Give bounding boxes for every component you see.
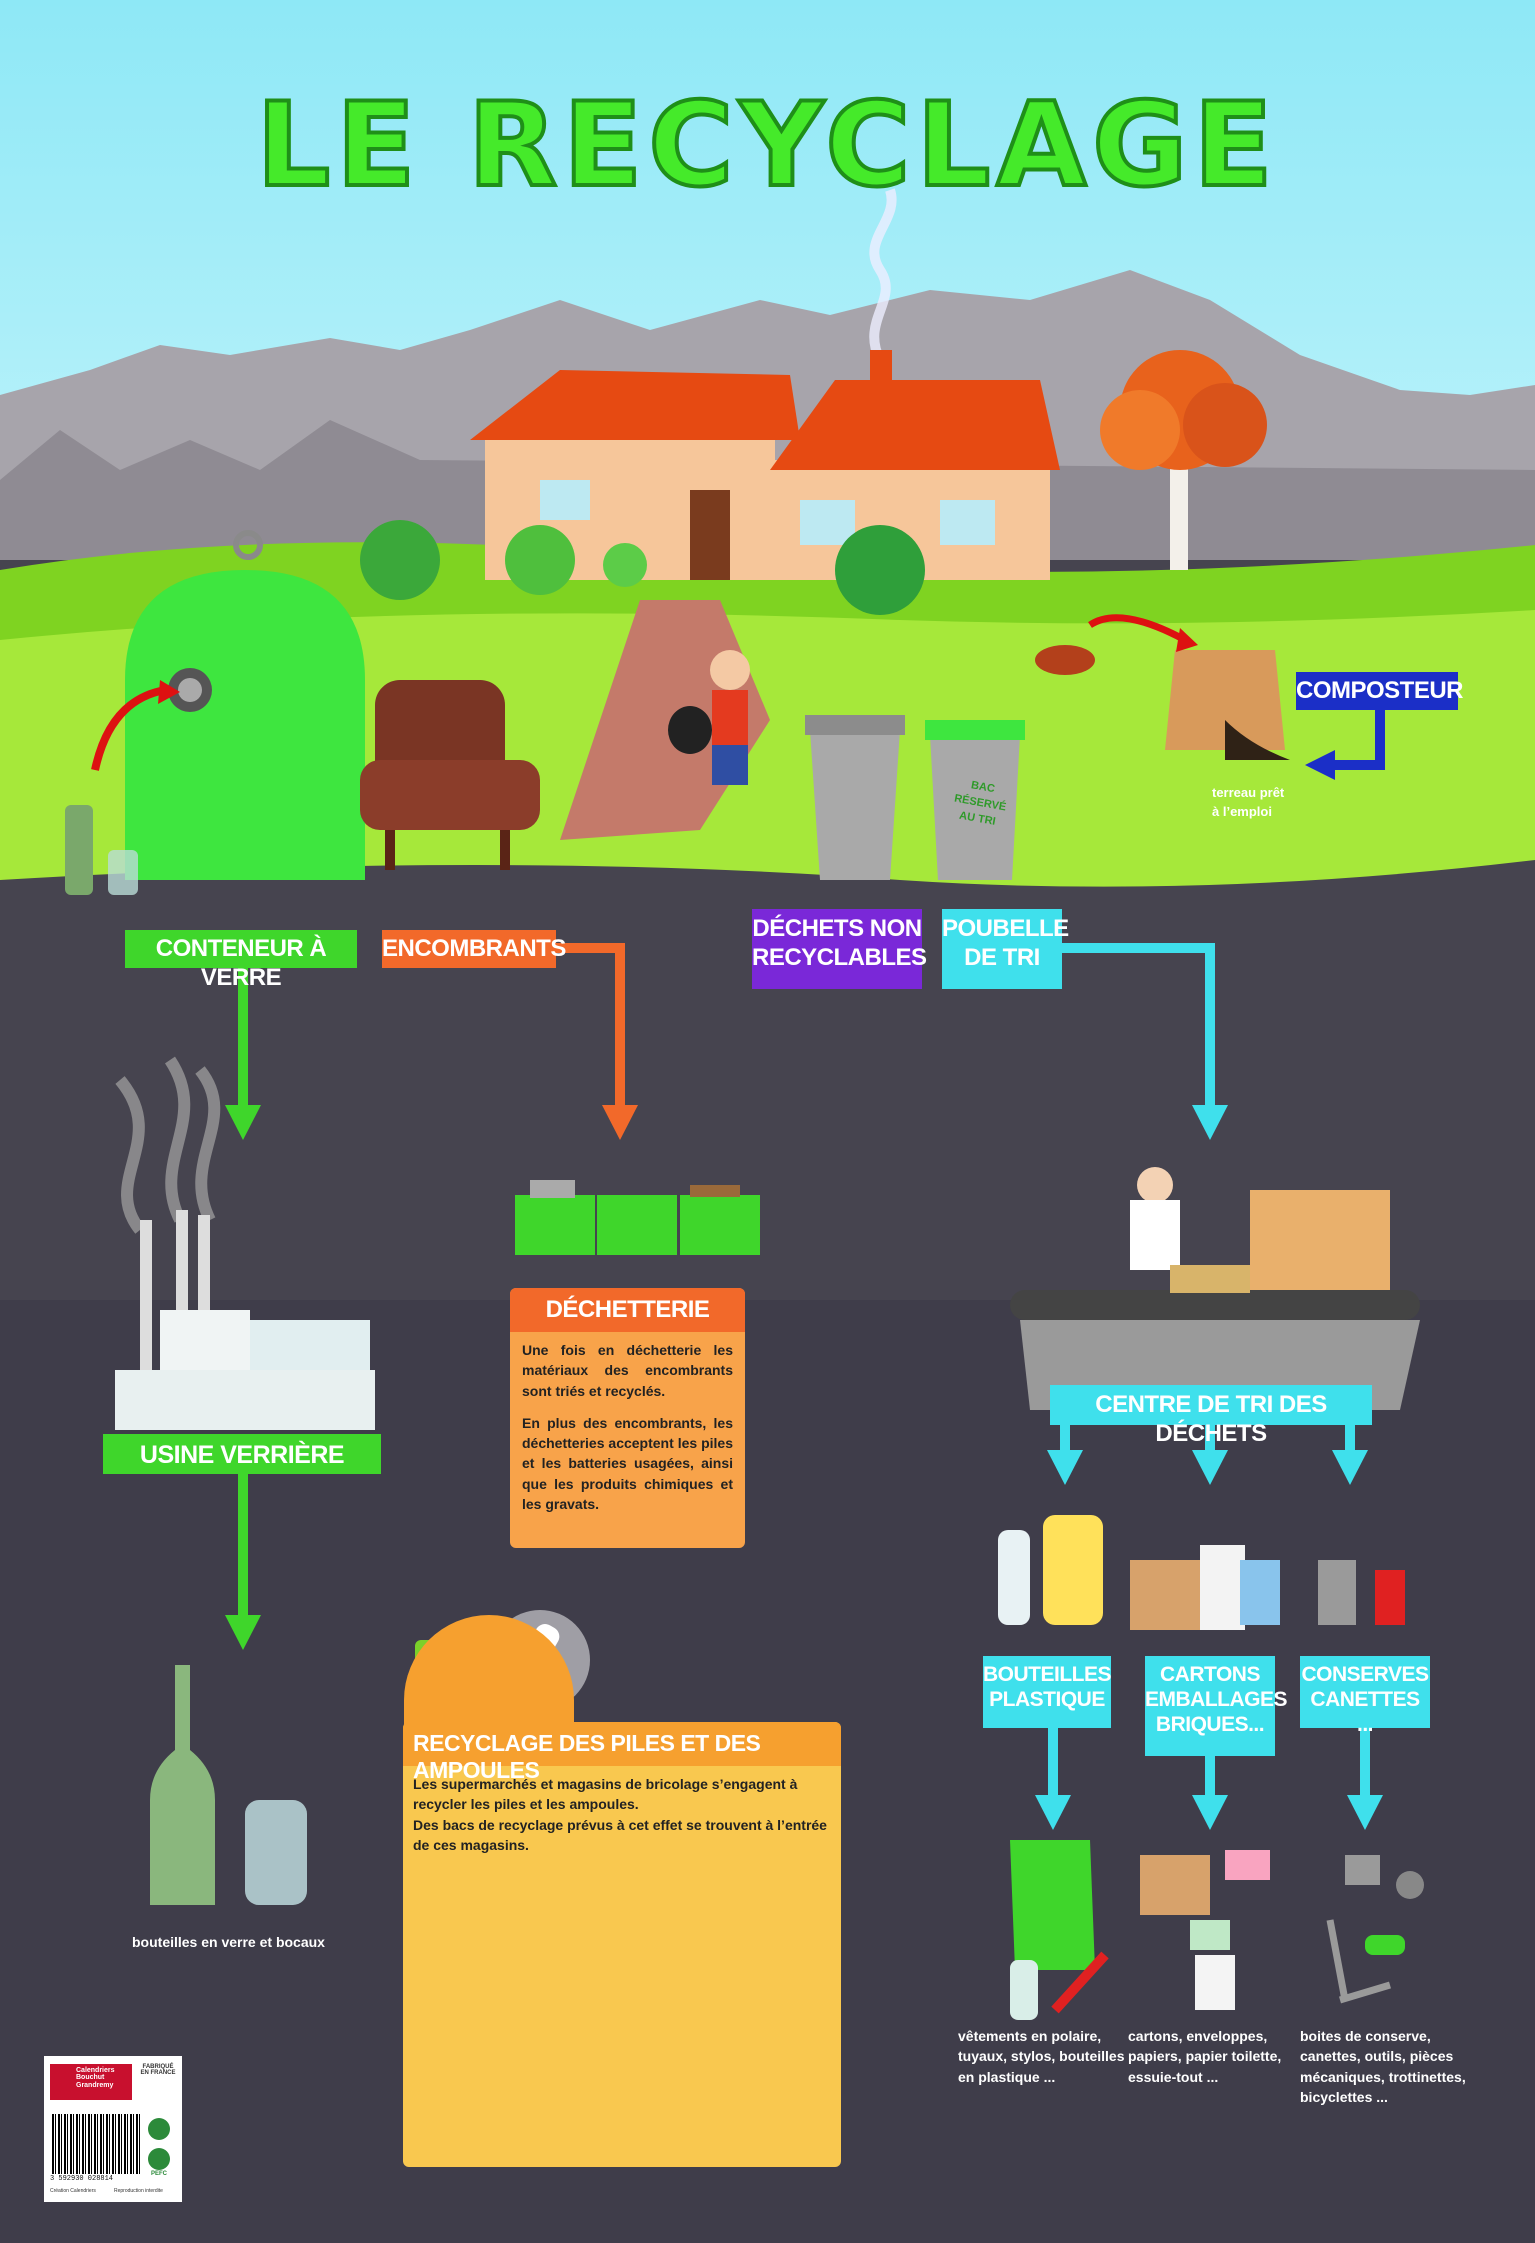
footer-creation-text: Création Calendriers <box>50 2188 96 2194</box>
piles-title-bar: RECYCLAGE DES PILES ET DES AMPOULES <box>403 1722 841 1783</box>
tree <box>1100 350 1267 570</box>
made-in-france-badge: FABRIQUÉ EN FRANCE <box>140 2064 176 2076</box>
dechetterie-panel: DÉCHETTERIE Une fois en déchetterie les … <box>510 1288 745 1548</box>
label-dechets-non-recyclables: DÉCHETS NON RECYCLABLES <box>752 909 927 989</box>
label-centre-tri: CENTRE DE TRI DES DÉCHETS <box>1050 1385 1372 1447</box>
carton-items <box>1130 1545 1280 1630</box>
label-composteur: COMPOSTEUR <box>1296 672 1464 710</box>
piles-text-2: Des bacs de recyclage prévus à cet effet… <box>413 1816 827 1853</box>
label-conteneur-verre: CONTENEUR À VERRE <box>125 930 357 991</box>
carton-products <box>1140 1850 1270 2010</box>
label-usine-verriere: USINE VERRIÈRE <box>103 1434 381 1474</box>
caption-conserves: boites de conserve, canettes, outils, pi… <box>1300 2028 1466 2105</box>
armchair <box>360 680 540 870</box>
caption-bouteilles-verre: bouteilles en verre et bocaux <box>132 1934 325 1950</box>
glass-bottles <box>150 1665 307 1905</box>
label-conserves-canettes: CONSERVES CANETTES ... <box>1300 1656 1430 1736</box>
can-items <box>1318 1560 1405 1625</box>
glass-factory <box>115 1056 375 1430</box>
plastic-items <box>998 1515 1103 1625</box>
dechetterie-title-bar: DÉCHETTERIE <box>510 1288 745 1332</box>
label-encombrants: ENCOMBRANTS <box>382 930 566 968</box>
bins <box>805 715 1025 880</box>
piles-ampoules-panel: RECYCLAGE DES PILES ET DES AMPOULES Les … <box>403 1722 841 2167</box>
barcode <box>52 2114 140 2174</box>
publisher-logo: Calendriers Bouchut Grandremy <box>50 2064 132 2100</box>
footer-reproduction-text: Reproduction interdite <box>114 2188 163 2194</box>
piles-text-1: Les supermarchés et magasins de bricolag… <box>413 1776 798 1813</box>
dechetterie-text-2: En plus des encombrants, les déchetterie… <box>522 1414 733 1513</box>
plastic-products <box>1010 1840 1109 2020</box>
page-title: LE RECYCLAGE <box>254 76 1279 215</box>
barcode-number: 3 592930 028814 <box>50 2175 114 2183</box>
caption-cartons: cartons, enveloppes, papiers, papier toi… <box>1128 2028 1282 2085</box>
child <box>668 650 750 785</box>
label-bac-reserve: BAC RÉSERVÉ AU TRI <box>953 779 1007 828</box>
dechetterie-bins <box>515 1180 760 1255</box>
caption-terreau: terreau prêt à l’emploi <box>1212 785 1285 819</box>
piles-title: RECYCLAGE DES PILES ET DES AMPOULES <box>413 1730 761 1783</box>
label-bouteilles-plastique: BOUTEILLES PLASTIQUE <box>983 1656 1112 1728</box>
pefc-label: PEFC <box>150 2171 167 2177</box>
dechetterie-text-1: Une fois en déchetterie les matériaux de… <box>522 1342 733 1399</box>
metal-products <box>1326 1855 1424 2004</box>
label-poubelle-tri: POUBELLE DE TRI <box>942 909 1069 989</box>
glass-container <box>91 530 365 880</box>
footer-logo-box: Calendriers Bouchut Grandremy FABRIQUÉ E… <box>44 2056 182 2202</box>
caption-plastique: vêtements en polaire, tuyaux, stylos, bo… <box>958 2028 1125 2085</box>
label-cartons-emballages: CARTONS EMBALLAGES BRIQUES... <box>1145 1656 1288 1756</box>
arrows <box>225 705 1385 1830</box>
dechetterie-title: DÉCHETTERIE <box>545 1296 710 1323</box>
pefc-badge <box>148 2148 170 2170</box>
recycling-badge-icon <box>148 2118 170 2140</box>
compost-bin <box>1035 614 1290 760</box>
